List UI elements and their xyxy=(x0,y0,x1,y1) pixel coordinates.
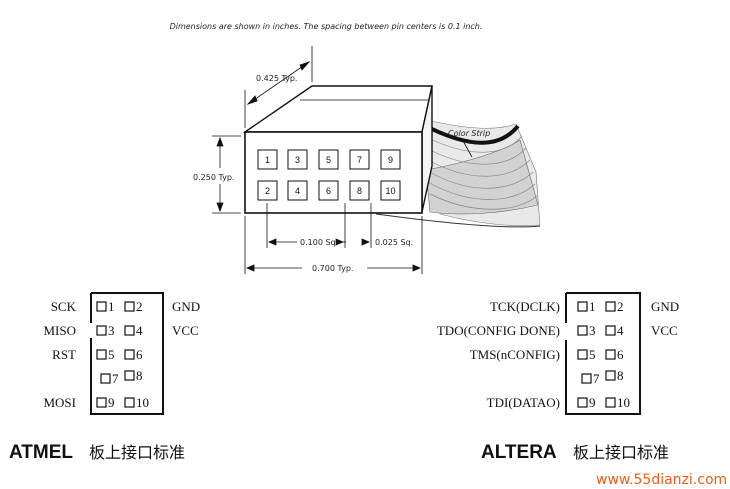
width-label: 0.700 Typ. xyxy=(312,264,353,273)
pin-number: 7 xyxy=(112,371,119,386)
ribbon-cable xyxy=(375,117,541,228)
altera-pin-row-3: 5 6 xyxy=(577,347,624,362)
pin-number: 2 xyxy=(617,299,624,314)
pin-number: 6 xyxy=(617,347,624,362)
atmel-pin-row-3: 5 6 xyxy=(96,347,143,362)
atmel-pin-row-5: 9 10 xyxy=(96,395,149,410)
altera-signal-vcc: VCC xyxy=(651,323,678,338)
pin-number: 2 xyxy=(265,186,270,196)
pin-size-label: 0.025 Sq. xyxy=(375,238,413,247)
atmel-signal-mosi: MOSI xyxy=(43,395,76,410)
dimension-depth xyxy=(244,46,313,128)
atmel-signal-miso: MISO xyxy=(43,323,76,338)
altera-brand: ALTERA xyxy=(481,442,557,463)
color-strip-leader xyxy=(461,138,473,158)
pin-number: 4 xyxy=(295,186,300,196)
pin-number: 8 xyxy=(357,186,362,196)
pin-number: 5 xyxy=(108,347,115,362)
height-label: 0.250 Typ. xyxy=(193,173,234,182)
pin-number: 6 xyxy=(326,186,331,196)
pin-number: 3 xyxy=(108,323,115,338)
pin-number: 8 xyxy=(136,368,143,383)
watermark: www.55dianzi.com xyxy=(596,472,727,488)
altera-pin-row-4: 7 8 xyxy=(581,368,624,386)
pin-number: 6 xyxy=(136,347,143,362)
connector-pin-bottom-4: 4 xyxy=(287,180,308,201)
pin-number: 7 xyxy=(357,155,362,165)
pin-number: 10 xyxy=(385,186,395,196)
pin-number: 1 xyxy=(108,299,115,314)
connector-pin-top-5: 5 xyxy=(318,149,339,170)
altera-pin-row-1: 1 2 xyxy=(577,299,624,314)
atmel-header xyxy=(90,292,164,415)
dimension-pin-spacing xyxy=(266,203,372,248)
altera-pin-row-2: 3 4 xyxy=(577,323,624,338)
pin-number: 3 xyxy=(295,155,300,165)
pin-number: 5 xyxy=(589,347,596,362)
pin-number: 9 xyxy=(589,395,596,410)
dimension-width xyxy=(244,216,423,274)
pin-number: 4 xyxy=(136,323,143,338)
pin-number: 2 xyxy=(136,299,143,314)
atmel-pin-row-2: 3 4 xyxy=(96,323,143,338)
pin-number: 9 xyxy=(388,155,393,165)
color-strip-label: Color Strip xyxy=(448,129,490,138)
atmel-signal-gnd: GND xyxy=(172,299,200,314)
pin-number: 5 xyxy=(326,155,331,165)
connector-pin-top-9: 9 xyxy=(380,149,401,170)
pin-number: 1 xyxy=(265,155,270,165)
connector-pin-bottom-2: 2 xyxy=(257,180,278,201)
connector-pin-top-3: 3 xyxy=(287,149,308,170)
connector-pin-bottom-6: 6 xyxy=(318,180,339,201)
altera-signal-tdi: TDI(DATAO) xyxy=(487,395,560,410)
pin-pitch-label: 0.100 Sq. xyxy=(300,238,338,247)
dimension-height xyxy=(212,135,241,214)
connector-pin-top-7: 7 xyxy=(349,149,370,170)
altera-signal-tdo: TDO(CONFIG DONE) xyxy=(437,323,560,338)
pin-number: 1 xyxy=(589,299,596,314)
altera-pin-row-5: 9 10 xyxy=(577,395,630,410)
connector-pin-bottom-8: 8 xyxy=(349,180,370,201)
pin-number: 3 xyxy=(589,323,596,338)
atmel-brand: ATMEL xyxy=(9,442,73,463)
altera-signal-tck: TCK(DCLK) xyxy=(490,299,560,314)
dimension-note: Dimensions are shown in inches. The spac… xyxy=(170,22,483,31)
altera-header xyxy=(565,292,641,415)
atmel-caption: 板上接口标准 xyxy=(89,443,185,462)
atmel-signal-sck: SCK xyxy=(51,299,77,314)
pin-number: 10 xyxy=(617,395,630,410)
altera-signal-tms: TMS(nCONFIG) xyxy=(470,347,560,362)
pin-number: 10 xyxy=(136,395,149,410)
atmel-pin-row-1: 1 2 xyxy=(96,299,143,314)
pin-number: 9 xyxy=(108,395,115,410)
altera-caption: 板上接口标准 xyxy=(573,443,669,462)
depth-label: 0.425 Typ. xyxy=(256,74,297,83)
atmel-signal-vcc: VCC xyxy=(172,323,199,338)
connector-pin-bottom-10: 10 xyxy=(380,180,401,201)
pin-number: 8 xyxy=(617,368,624,383)
connector-pin-top-1: 1 xyxy=(257,149,278,170)
altera-signal-gnd: GND xyxy=(651,299,679,314)
atmel-pin-row-4: 7 8 xyxy=(100,368,143,386)
pin-number: 4 xyxy=(617,323,624,338)
atmel-signal-rst: RST xyxy=(52,347,76,362)
pin-number: 7 xyxy=(593,371,600,386)
